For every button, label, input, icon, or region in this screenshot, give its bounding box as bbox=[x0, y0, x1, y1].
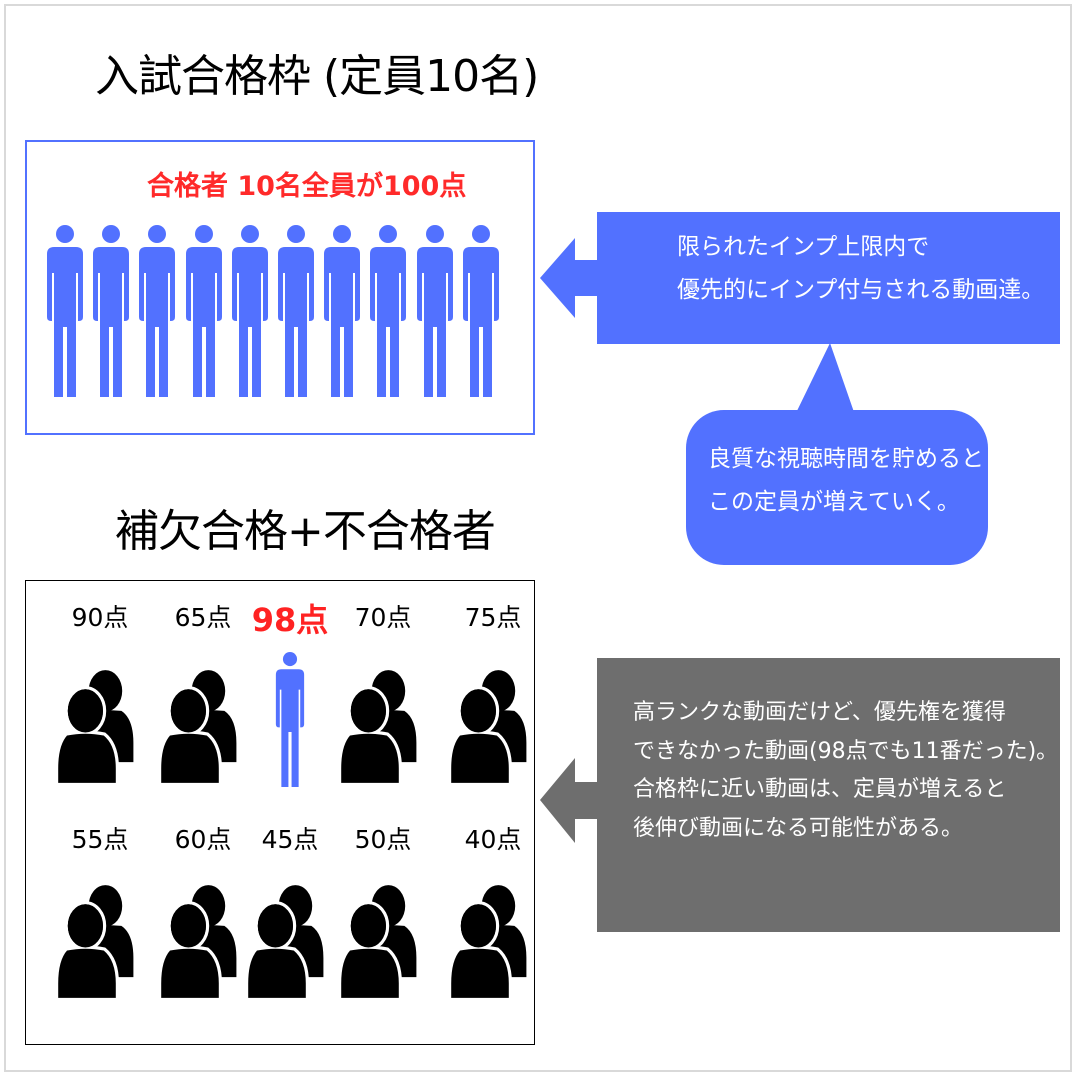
person-standing-icon bbox=[462, 225, 499, 397]
waitlist-callout-line3: 合格枠に近い動画は、定員が増えると bbox=[633, 777, 1007, 802]
score-label: 40点 bbox=[464, 825, 522, 854]
limit-callout-line2: 優先的にインプ付与される動画達。 bbox=[677, 276, 1045, 303]
person-standing-icon bbox=[231, 225, 268, 397]
person-standing-icon bbox=[139, 225, 176, 397]
score-label: 90点 bbox=[71, 603, 129, 632]
people-group-icon bbox=[55, 670, 134, 787]
people-group-icon bbox=[338, 885, 417, 1002]
waitlist-callout: 高ランクな動画だけど、優先権を獲得 できなかった動画(98点でも11番だった)。… bbox=[597, 658, 1060, 932]
arrow-left-icon bbox=[540, 758, 600, 843]
arrow-left-icon bbox=[540, 238, 600, 318]
people-group-icon bbox=[245, 885, 324, 1002]
growth-callout: 良質な視聴時間を貯めると この定員が増えていく。 bbox=[686, 410, 988, 565]
growth-callout-line1: 良質な視聴時間を貯めると bbox=[708, 446, 984, 472]
passed-caption: 合格者 10名全員が100点 bbox=[147, 171, 467, 202]
person-standing-icon bbox=[416, 225, 453, 397]
people-group-icon bbox=[338, 670, 417, 787]
people-group-icon bbox=[158, 670, 237, 787]
limit-callout-line1: 限られたインプ上限内で bbox=[677, 234, 930, 260]
waitlist-callout-line2: できなかった動画(98点でも11番だった)。 bbox=[633, 738, 1059, 764]
person-standing-icon bbox=[47, 225, 83, 397]
limit-callout: 限られたインプ上限内で 優先的にインプ付与される動画達。 bbox=[597, 212, 1060, 344]
person-standing-icon bbox=[370, 225, 407, 397]
score-label: 60点 bbox=[174, 825, 232, 854]
waitlist-callout-line4: 後伸び動画になる可能性がある。 bbox=[633, 815, 964, 841]
person-standing-icon bbox=[275, 652, 305, 787]
score-label: 75点 bbox=[464, 603, 522, 632]
score-label: 70点 bbox=[354, 603, 412, 632]
outer-frame bbox=[4, 4, 1072, 1072]
speech-bubble-tail bbox=[795, 343, 855, 415]
waitlist-box bbox=[25, 580, 535, 1045]
growth-callout-line2: この定員が増えていく。 bbox=[708, 488, 960, 515]
person-standing-icon bbox=[324, 225, 361, 397]
people-group-icon bbox=[448, 885, 527, 1002]
score-label: 45点 bbox=[261, 825, 319, 854]
score-label: 65点 bbox=[174, 603, 232, 632]
people-group-icon bbox=[158, 885, 237, 1002]
people-group-icon bbox=[55, 885, 134, 1002]
person-standing-icon bbox=[278, 225, 314, 397]
waitlist-section-heading: 補欠合格+不合格者 bbox=[115, 506, 496, 557]
person-standing-icon bbox=[93, 225, 130, 397]
person-standing-icon bbox=[185, 225, 222, 397]
score-label: 55点 bbox=[71, 825, 129, 854]
people-group-icon bbox=[448, 670, 527, 787]
score-label: 98点 bbox=[251, 601, 329, 639]
waitlist-callout-line1: 高ランクな動画だけど、優先権を獲得 bbox=[633, 700, 1006, 725]
passed-box: 合格者 10名全員が100点 bbox=[25, 140, 535, 435]
score-label: 50点 bbox=[354, 825, 412, 854]
passed-section-heading: 入試合格枠 (定員10名) bbox=[95, 51, 539, 102]
